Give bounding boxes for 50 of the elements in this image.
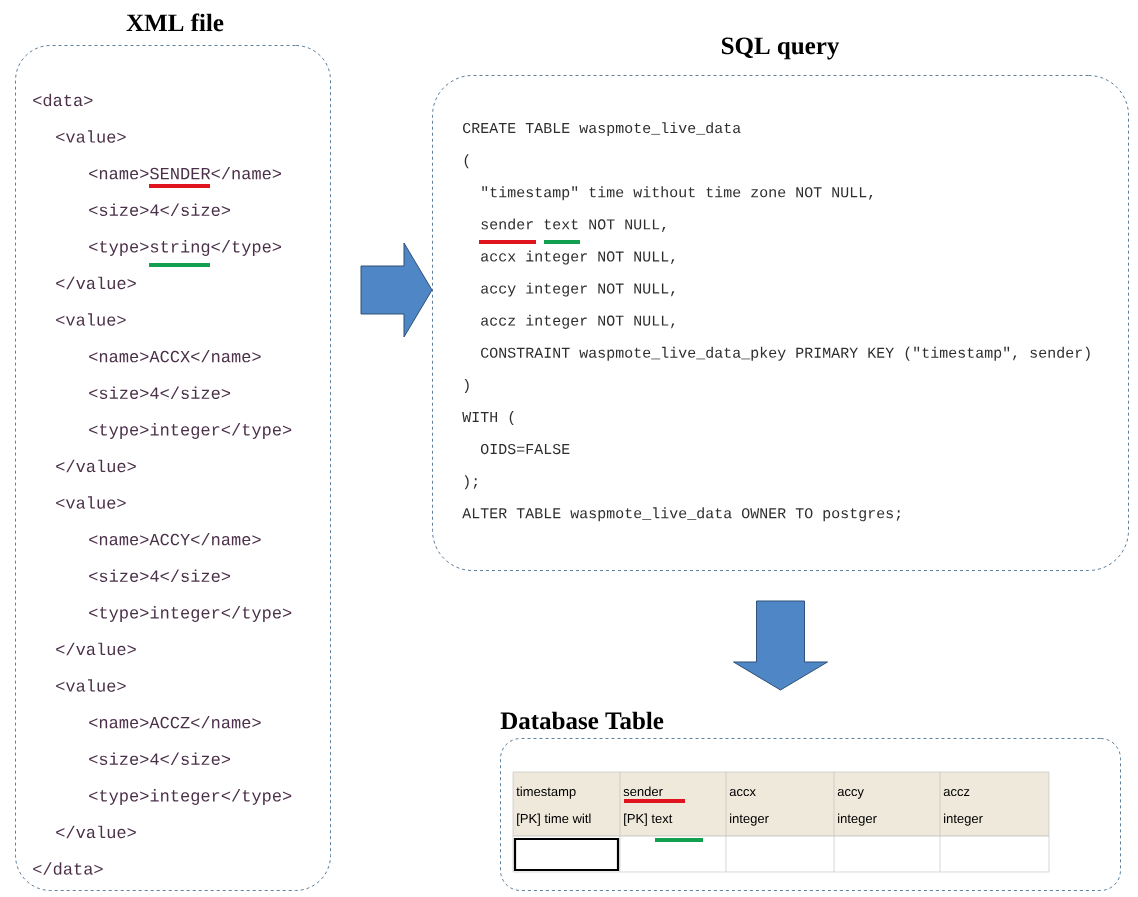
block-arrow: [733, 600, 828, 691]
column-header: [PK] time witl: [517, 813, 591, 826]
code-line: </value>: [56, 459, 136, 473]
code-line: "timestamp" time without time zone NOT NULL,: [482, 186, 873, 201]
code-line: ALTER TABLE waspmote_live_data OWNER TO postgres;: [462, 507, 900, 522]
code-line: sender text NOT NULL,: [481, 218, 666, 232]
code-line: <type>integer</type>: [89, 789, 292, 805]
code-line: accx integer NOT NULL,: [481, 250, 675, 265]
heading: SQL query: [721, 37, 840, 60]
code-line: <name>SENDER</name>: [89, 166, 282, 180]
code-line: <size>4</size>: [89, 386, 231, 399]
code-line: <size>4</size>: [89, 203, 231, 216]
column-header: integer: [730, 813, 769, 826]
column-header: integer: [838, 813, 877, 826]
code-line: </value>: [56, 642, 136, 656]
code-line: CREATE TABLE waspmote_live_data: [463, 122, 741, 137]
code-line: <size>4</size>: [89, 569, 231, 582]
code-line: <type>integer</type>: [89, 423, 292, 439]
code-line: (: [464, 154, 469, 169]
code-line: accy integer NOT NULL,: [481, 282, 675, 297]
code-line: <value>: [56, 130, 126, 143]
code-line: <type>integer</type>: [89, 606, 292, 622]
column-header: [PK] text: [624, 813, 673, 826]
code-line: <name>ACCY</name>: [89, 532, 261, 546]
code-line: <value>: [56, 496, 126, 509]
code-line: <name>ACCX</name>: [89, 349, 261, 363]
column-header: sender: [623, 786, 663, 797]
heading: XML file: [126, 13, 224, 32]
code-line: accz integer NOT NULL,: [481, 314, 675, 329]
code-line: <type>string</type>: [89, 240, 282, 256]
code-line: );: [464, 475, 477, 490]
code-line: OIDS=FALSE: [480, 443, 570, 455]
column-header: accy: [837, 789, 864, 799]
code-line: <size>4</size>: [89, 752, 231, 765]
code-line: <data>: [33, 93, 93, 107]
code-line: WITH (: [462, 411, 514, 425]
code-line: <value>: [56, 679, 126, 692]
code-line: CONSTRAINT waspmote_live_data_pkey PRIMARY KEY ("timestamp", sender): [481, 346, 1090, 361]
heading: Database Table: [500, 711, 664, 730]
code-line: </data>: [33, 862, 103, 875]
column-header: accx: [729, 789, 756, 797]
block-arrow: [360, 242, 433, 338]
code-line: ): [464, 378, 469, 393]
code-line: </value>: [56, 825, 136, 839]
code-line: </value>: [56, 276, 136, 290]
code-line: <value>: [56, 313, 126, 326]
column-header: accz: [943, 789, 970, 797]
column-header: timestamp: [516, 786, 576, 799]
column-header: integer: [944, 813, 983, 826]
code-line: <name>ACCZ</name>: [89, 715, 261, 729]
